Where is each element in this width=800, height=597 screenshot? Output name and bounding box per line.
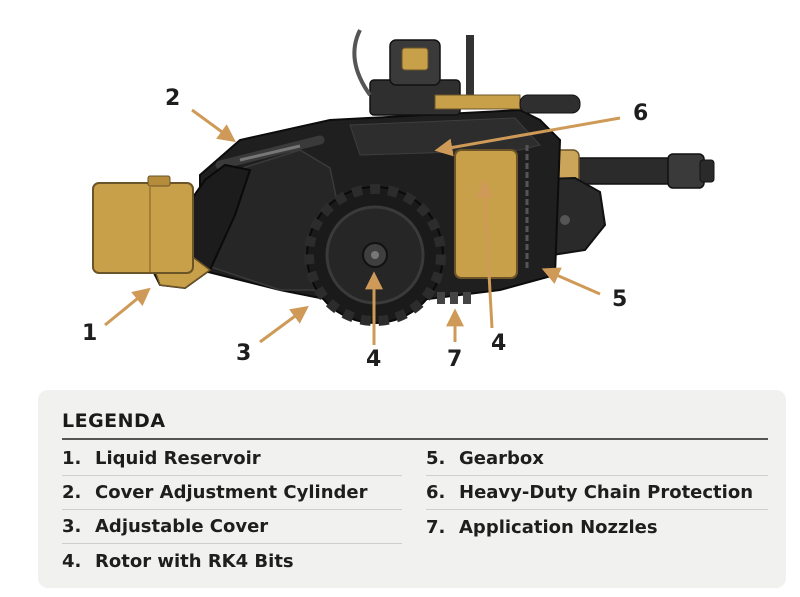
callout-5: 5: [612, 287, 628, 312]
legend-item-3: 3. Adjustable Cover: [62, 510, 402, 544]
legend-item-number: 6.: [426, 482, 446, 503]
callout-6: 6: [633, 101, 649, 126]
legend-item-number: 1.: [62, 448, 82, 469]
legend-item-label: Cover Adjustment Cylinder: [95, 482, 368, 503]
legend-divider: [62, 438, 768, 440]
legend-item-label: Heavy-Duty Chain Protection: [459, 482, 754, 503]
machine-illustration: [92, 29, 715, 345]
legend-item-1: 1. Liquid Reservoir: [62, 442, 402, 476]
three-point-hitch: [352, 29, 581, 116]
legend-item-label: Rotor with RK4 Bits: [95, 550, 294, 572]
callout-1: 1: [82, 321, 98, 346]
legend-item-4: 4. Rotor with RK4 Bits: [62, 544, 402, 578]
legend-item-label: Adjustable Cover: [95, 516, 269, 537]
arrow-5: [541, 267, 601, 296]
legend-item-number: 4.: [62, 550, 82, 572]
application-nozzles: [437, 292, 471, 304]
legend-title: LEGENDA: [62, 410, 166, 432]
legend-item-5: 5. Gearbox: [426, 442, 768, 476]
legend-item-number: 5.: [426, 448, 446, 469]
arrow-3: [259, 305, 309, 344]
legend-item-label: Gearbox: [459, 448, 544, 469]
legend-item-number: 7.: [426, 516, 446, 538]
legend-item-number: 2.: [62, 482, 82, 503]
legend: LEGENDA 1. Liquid Reservoir 2. Cover Adj…: [38, 390, 786, 588]
legend-item-2: 2. Cover Adjustment Cylinder: [62, 476, 402, 510]
machine-diagram: 1 2 3 4 4 5 6 7: [82, 29, 715, 372]
legend-item-number: 3.: [62, 516, 82, 537]
callout-4-rotor: 4: [366, 347, 382, 372]
callout-7: 7: [447, 347, 463, 372]
callout-4-gearbox: 4: [491, 331, 507, 356]
callout-2: 2: [165, 86, 181, 111]
legend-item-6: 6. Heavy-Duty Chain Protection: [426, 476, 768, 510]
legend-item-label: Liquid Reservoir: [95, 448, 261, 469]
rotor-wheel: [304, 184, 446, 326]
arrow-4b: [475, 179, 494, 329]
legend-item-label: Application Nozzles: [459, 516, 658, 538]
legend-item-7: 7. Application Nozzles: [426, 510, 768, 544]
liquid-reservoir: [92, 175, 194, 274]
arrow-6: [434, 116, 621, 157]
callout-3: 3: [236, 341, 252, 366]
arrow-1: [104, 287, 151, 327]
arrow-2: [191, 108, 236, 143]
